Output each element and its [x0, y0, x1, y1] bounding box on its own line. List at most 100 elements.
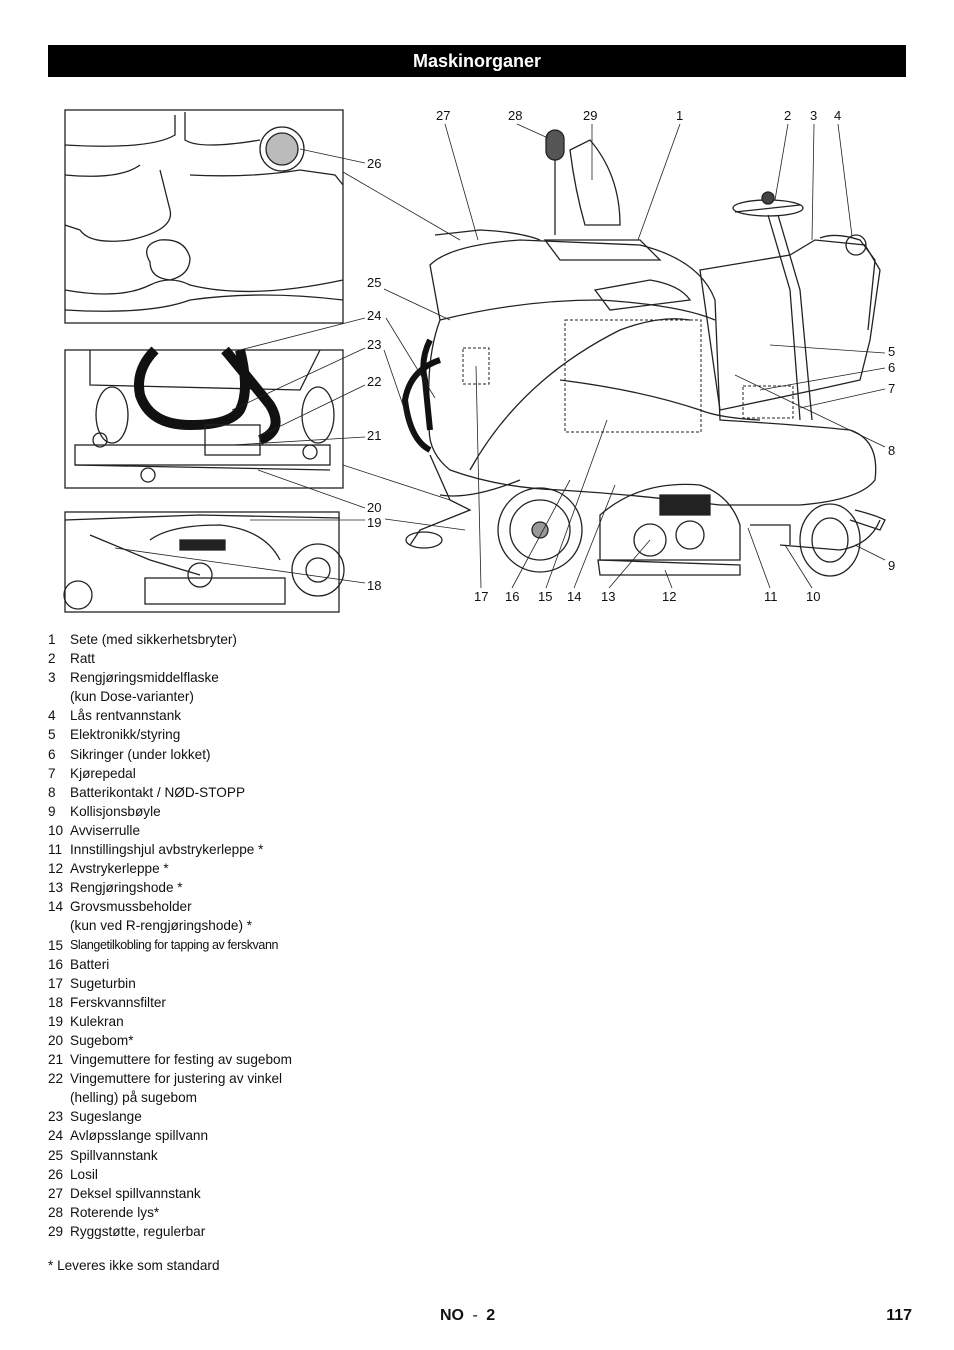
- callout-16: 16: [505, 589, 519, 604]
- footnote: * Leveres ikke som standard: [48, 1258, 220, 1273]
- callout-11: 11: [764, 589, 778, 604]
- callout-27: 27: [436, 108, 450, 123]
- legend-number: 28: [48, 1204, 64, 1220]
- legend-text: Sete (med sikkerhetsbryter): [70, 632, 237, 647]
- inset-frame-rengjoringshode: [64, 511, 340, 613]
- legend-number: 20: [48, 1032, 64, 1048]
- legend-text: Roterende lys*: [70, 1204, 160, 1220]
- legend-text: Deksel spillvannstank: [70, 1185, 201, 1201]
- callout-17: 17: [474, 589, 488, 604]
- legend-number: 17: [48, 975, 64, 991]
- legend-text: Vingemuttere for justering av vinkel: [70, 1071, 283, 1087]
- callout-4: 4: [834, 108, 841, 123]
- legend-number: 6: [48, 746, 56, 762]
- legend-text: Sugebom*: [70, 1032, 134, 1048]
- legend-text: Rengjøringsmiddelflaske: [70, 670, 219, 686]
- legend-number: 13: [48, 880, 64, 896]
- legend-text: (kun Dose-varianter): [70, 689, 194, 705]
- footer-lang: NO: [440, 1307, 464, 1324]
- callout-23: 23: [367, 337, 381, 352]
- legend-number: 4: [48, 708, 56, 724]
- legend-text: (kun ved R-rengjøringshode) *: [70, 918, 253, 934]
- legend-number: 23: [48, 1109, 64, 1125]
- page-title: Maskinorganer: [48, 45, 906, 77]
- legend-item: 4 Lås rentvannstank: [48, 706, 468, 725]
- legend-text: Avløpsslange spillvann: [70, 1128, 209, 1144]
- callout-20: 20: [367, 500, 381, 515]
- legend-text: Sugeslange: [70, 1109, 142, 1125]
- legend-number: 25: [48, 1147, 64, 1163]
- legend-item: 1 Sete (med sikkerhetsbryter): [48, 630, 468, 649]
- legend-text: Ryggstøtte, regulerbar: [70, 1223, 206, 1239]
- callout-10: 10: [806, 589, 820, 604]
- legend-text: Kjørepedal: [70, 765, 136, 781]
- legend-number: 19: [48, 1013, 64, 1029]
- callout-19: 19: [367, 515, 381, 530]
- callout-7: 7: [888, 381, 895, 396]
- legend-item: 15 Slangetilkobling for tapping av ferskv…: [48, 936, 468, 955]
- legend-number: 12: [48, 861, 64, 877]
- callout-18: 18: [367, 578, 381, 593]
- legend-text: Ferskvannsfilter: [70, 994, 166, 1010]
- legend-number: 26: [48, 1166, 64, 1182]
- legend-number: 14: [48, 899, 64, 915]
- callout-14: 14: [567, 589, 581, 604]
- legend-item: 11 Innstillingshjul avbstrykerleppe *: [48, 840, 468, 859]
- callout-3: 3: [810, 108, 817, 123]
- legend-number: 1: [48, 632, 56, 647]
- legend-item: 18 Ferskvannsfilter: [48, 993, 468, 1012]
- legend-item: 19 Kulekran: [48, 1012, 468, 1031]
- legend-text: Batteri: [70, 956, 110, 972]
- legend-number: 15: [48, 937, 64, 953]
- legend-item: 13 Rengjøringshode *: [48, 878, 468, 897]
- legend-item: (kun ved R-rengjøringshode) *: [48, 916, 468, 935]
- legend-number: 21: [48, 1052, 64, 1068]
- legend-number: [48, 687, 70, 706]
- legend-text: Kulekran: [70, 1013, 124, 1029]
- legend-number: 27: [48, 1185, 64, 1201]
- callout-22: 22: [367, 374, 381, 389]
- legend-item: 10 Avviserrulle: [48, 821, 468, 840]
- legend-text: Elektronikk/styring: [70, 727, 181, 743]
- callout-13: 13: [601, 589, 615, 604]
- legend-number: [48, 1088, 70, 1107]
- legend-item: 27 Deksel spillvannstank: [48, 1184, 468, 1203]
- footer-section: 2: [486, 1307, 496, 1324]
- legend-text: Ratt: [70, 651, 95, 667]
- legend-text: Grovsmussbeholder: [70, 899, 192, 915]
- callout-15: 15: [538, 589, 552, 604]
- callout-28: 28: [508, 108, 522, 123]
- legend-number: 11: [48, 842, 63, 858]
- inset-frame-sugebom: [64, 349, 344, 489]
- legend-text: Batterikontakt / NØD-STOPP: [70, 784, 246, 800]
- legend-number: 18: [48, 994, 64, 1010]
- callout-9: 9: [888, 558, 895, 573]
- legend-number: 9: [48, 803, 56, 819]
- legend-text: Avviserrulle: [70, 822, 141, 838]
- legend-item: 3 Rengjøringsmiddelflaske: [48, 668, 468, 687]
- legend-number: 29: [48, 1223, 64, 1239]
- legend-item: 7 Kjørepedal: [48, 764, 468, 783]
- legend-item: 28 Roterende lys*: [48, 1203, 468, 1222]
- callout-24: 24: [367, 308, 381, 323]
- legend-item: (kun Dose-varianter): [48, 687, 468, 706]
- legend-text: Innstillingshjul avbstrykerleppe *: [70, 842, 264, 858]
- legend-text: Slangetilkobling for tapping av ferskvan…: [70, 937, 279, 952]
- legend-text: Rengjøringshode *: [70, 880, 183, 896]
- callout-2: 2: [784, 108, 791, 123]
- legend-text: Lås rentvannstank: [70, 708, 182, 724]
- legend-number: 7: [48, 765, 56, 781]
- callout-25: 25: [367, 275, 381, 290]
- legend-number: [48, 916, 70, 935]
- legend-item: (helling) på sugebom: [48, 1088, 468, 1107]
- legend-item: 23 Sugeslange: [48, 1107, 468, 1126]
- legend-number: 3: [48, 670, 56, 686]
- legend-number: 10: [48, 822, 64, 838]
